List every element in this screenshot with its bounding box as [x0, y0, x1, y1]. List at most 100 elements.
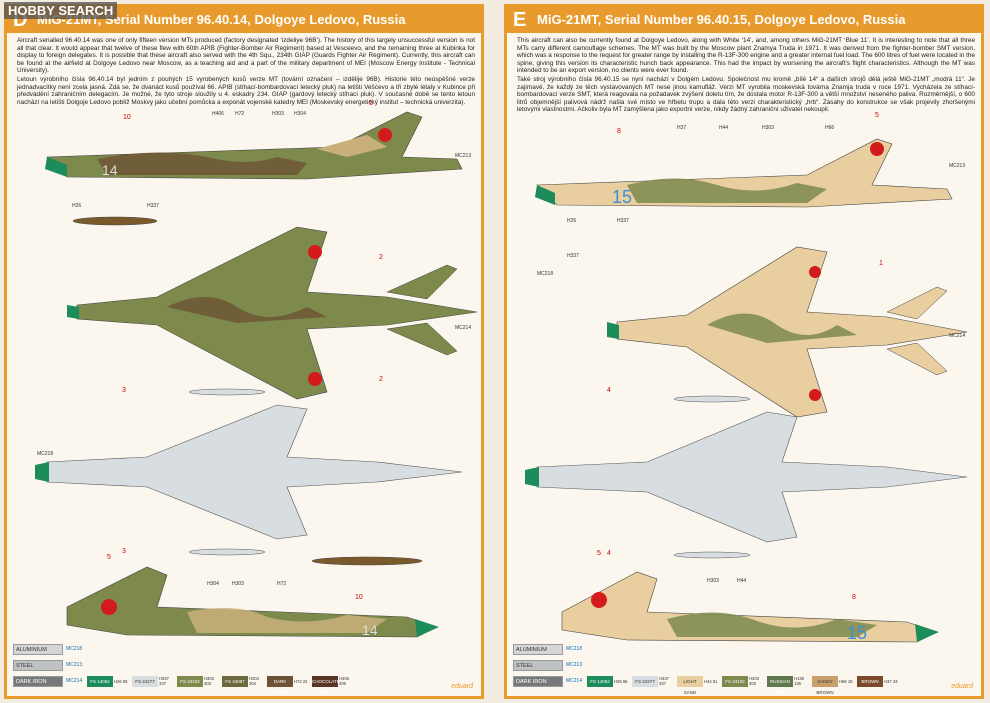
swatch-aluminium: ALUMINIUM	[13, 643, 63, 655]
callout-number: 8	[617, 128, 621, 135]
swatch-code: MC218	[66, 646, 83, 652]
swatch-steel: STEEL	[513, 659, 563, 671]
swatch-dark-iron: DARK IRON	[13, 675, 63, 687]
swatch-dark-iron: DARK IRON	[513, 675, 563, 687]
fuel-tank-view	[72, 216, 158, 226]
swatch-code: MC214	[566, 678, 583, 684]
callout-number: 10	[123, 114, 131, 121]
paint-code-label: H72	[277, 581, 286, 587]
paint-code-label: H72	[235, 111, 244, 117]
description-czech: Také stroj výrobního čísla 96.40.15 se n…	[517, 75, 975, 114]
profile-letter: E	[513, 9, 527, 31]
profile-title: MiG-21MT, Serial Number 96.40.15, Dolgoy…	[537, 12, 906, 27]
callout-number: 3	[122, 548, 126, 555]
side-view-left: 14	[45, 111, 463, 180]
svg-text:15: 15	[612, 187, 632, 207]
top-view	[67, 226, 478, 400]
mc-code-label: MC218	[37, 451, 53, 457]
swatch-code: MC214	[66, 678, 83, 684]
legend-row: ALUMINIUM MC218	[513, 642, 978, 656]
legend-row: STEEL MC213	[513, 658, 978, 672]
legend-row: ALUMINIUM MC218	[13, 642, 478, 656]
profile-description: Aircraft serialled 96.40.14 was one of o…	[17, 37, 475, 107]
brand-logo: eduard	[951, 683, 973, 690]
profile-artwork: 14	[35, 100, 478, 638]
paint-code-label: H37	[677, 125, 686, 131]
profile-artwork: 15 15 8 5 1 4 4 5 8 H3	[525, 112, 968, 643]
swatch-code: MC213	[66, 662, 83, 668]
paint-code-label: H26	[567, 218, 576, 224]
callout-number: 5	[597, 550, 601, 557]
svg-text:15: 15	[847, 623, 867, 643]
fuel-tank-view-lower	[311, 556, 423, 566]
mc-code-label: MC214	[455, 325, 471, 331]
profile-description: This aircraft can also be currently foun…	[517, 37, 975, 115]
watermark: HOBBY SEARCH	[4, 2, 118, 19]
callout-number: 5	[875, 112, 879, 119]
mc-code-label: MC213	[949, 163, 965, 169]
mc-code-label: MC218	[537, 271, 553, 277]
callout-number: 8	[852, 594, 856, 601]
paint-code-label: H303	[232, 581, 244, 587]
color-legend: ALUMINIUM MC218 STEEL MC213 DARK IRON MC…	[13, 640, 478, 695]
paint-code-label: H304	[294, 111, 306, 117]
paint-code-label: H337	[617, 218, 629, 224]
paint-code-label: H44	[737, 578, 746, 584]
callout-number: 10	[355, 594, 363, 601]
callout-number: 4	[607, 387, 611, 394]
paint-code-label: H304	[207, 581, 219, 587]
bottom-view	[525, 395, 968, 559]
svg-text:14: 14	[362, 622, 378, 638]
description-english: Aircraft serialled 96.40.14 was one of o…	[17, 37, 475, 75]
swatch-code: MC218	[566, 646, 583, 652]
swatch-steel: STEEL	[13, 659, 63, 671]
mc-code-label: MC213	[455, 153, 471, 159]
profile-page-e: E MiG-21MT, Serial Number 96.40.15, Dolg…	[504, 4, 984, 699]
callout-number: 2	[379, 376, 383, 383]
page-header: E MiG-21MT, Serial Number 96.40.15, Dolg…	[507, 7, 981, 33]
callout-number: 5	[107, 554, 111, 561]
callout-number: 5	[369, 100, 373, 107]
description-english: This aircraft can also be currently foun…	[517, 37, 975, 75]
top-view	[607, 246, 968, 418]
paint-code-label: H44	[719, 125, 728, 131]
svg-text:14: 14	[102, 162, 118, 178]
color-legend: ALUMINIUM MC218 STEEL MC213 DARK IRON MC…	[513, 640, 978, 695]
paint-code-label: H26	[72, 203, 81, 209]
swatch-code: MC213	[566, 662, 583, 668]
callout-number: 3	[122, 387, 126, 394]
paint-code-label: H337	[147, 203, 159, 209]
profile-page-d: D MiG-21MT, Serial Number 96.40.14, Dolg…	[4, 4, 484, 699]
side-view-right: 15	[561, 571, 939, 643]
paint-code-label: H337	[567, 253, 579, 259]
paint-code-label: H66	[825, 125, 834, 131]
paint-code-label: H303	[762, 125, 774, 131]
legend-row: STEEL MC213	[13, 658, 478, 672]
callout-number: 1	[879, 260, 883, 267]
side-view-left: 15	[535, 138, 953, 208]
callout-number: 4	[607, 550, 611, 557]
profile-title: MiG-21MT, Serial Number 96.40.14, Dolgoy…	[37, 12, 406, 27]
paint-code-label: H303	[272, 111, 284, 117]
bottom-view	[35, 388, 463, 556]
paint-code-label: H406	[212, 111, 224, 117]
description-czech: Letoun výrobního čísla 96.40.14 byl jedn…	[17, 75, 475, 106]
brand-logo: eduard	[451, 683, 473, 690]
swatch-aluminium: ALUMINIUM	[513, 643, 563, 655]
page-header: D MiG-21MT, Serial Number 96.40.14, Dolg…	[7, 7, 481, 33]
